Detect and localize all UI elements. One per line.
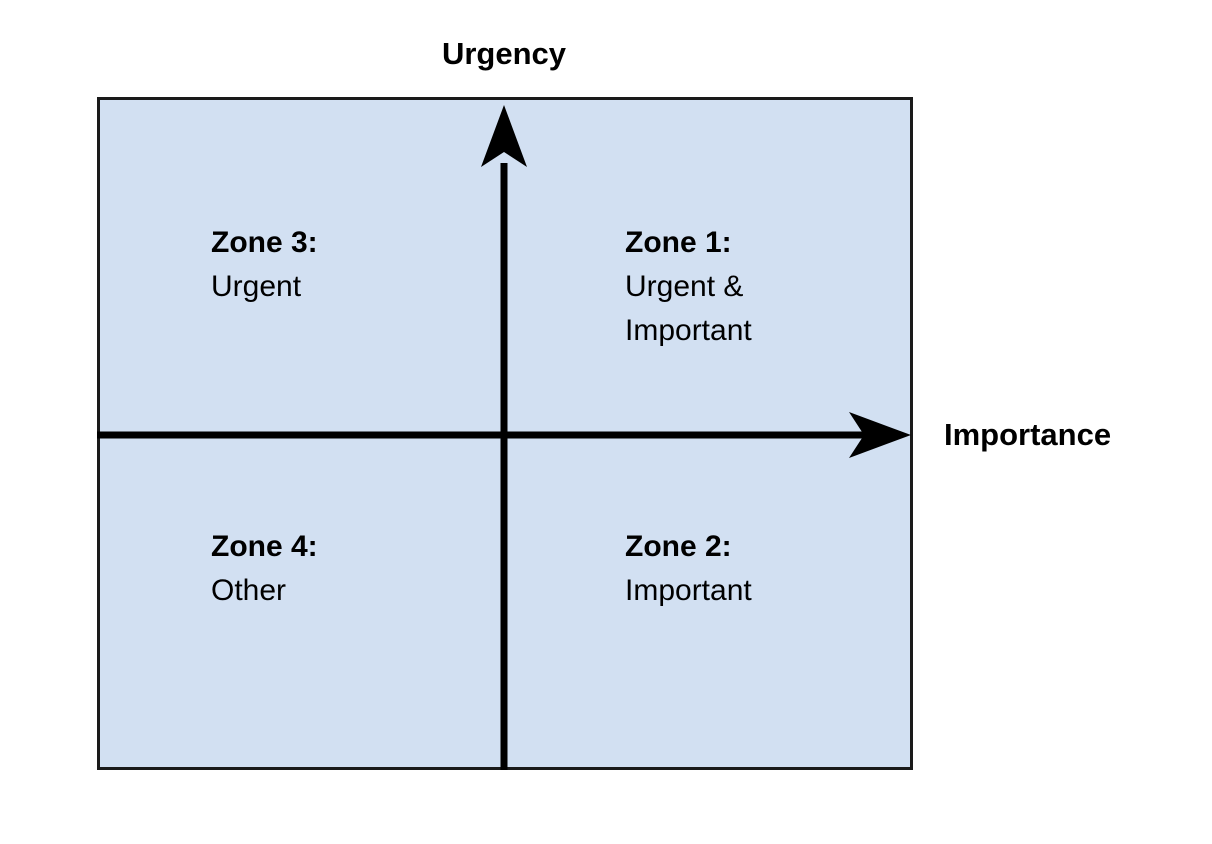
quadrant-label-zone-2: Zone 2: Important — [625, 525, 752, 613]
zone-4-title: Zone 4: — [211, 530, 318, 563]
quadrant-label-zone-1: Zone 1: Urgent & Important — [625, 221, 752, 353]
zone-1-title: Zone 1: — [625, 226, 732, 259]
zone-1-description-line-1: Urgent & — [625, 270, 744, 303]
x-axis-title: Importance — [944, 417, 1112, 452]
zone-3-description-line-1: Urgent — [211, 270, 302, 303]
zone-2-title: Zone 2: — [625, 530, 732, 563]
plot-panel: Zone 3: Urgent Zone 1: Urgent & Importan… — [97, 97, 913, 770]
zone-1-description-line-2: Important — [625, 314, 752, 347]
y-axis-title: Urgency — [441, 36, 567, 71]
quadrant-label-zone-3: Zone 3: Urgent — [211, 221, 318, 309]
zone-2-description-line-1: Important — [625, 574, 752, 607]
zone-4-description-line-1: Other — [211, 574, 287, 607]
quadrant-label-zone-4: Zone 4: Other — [211, 525, 318, 613]
zone-3-title: Zone 3: — [211, 226, 318, 259]
